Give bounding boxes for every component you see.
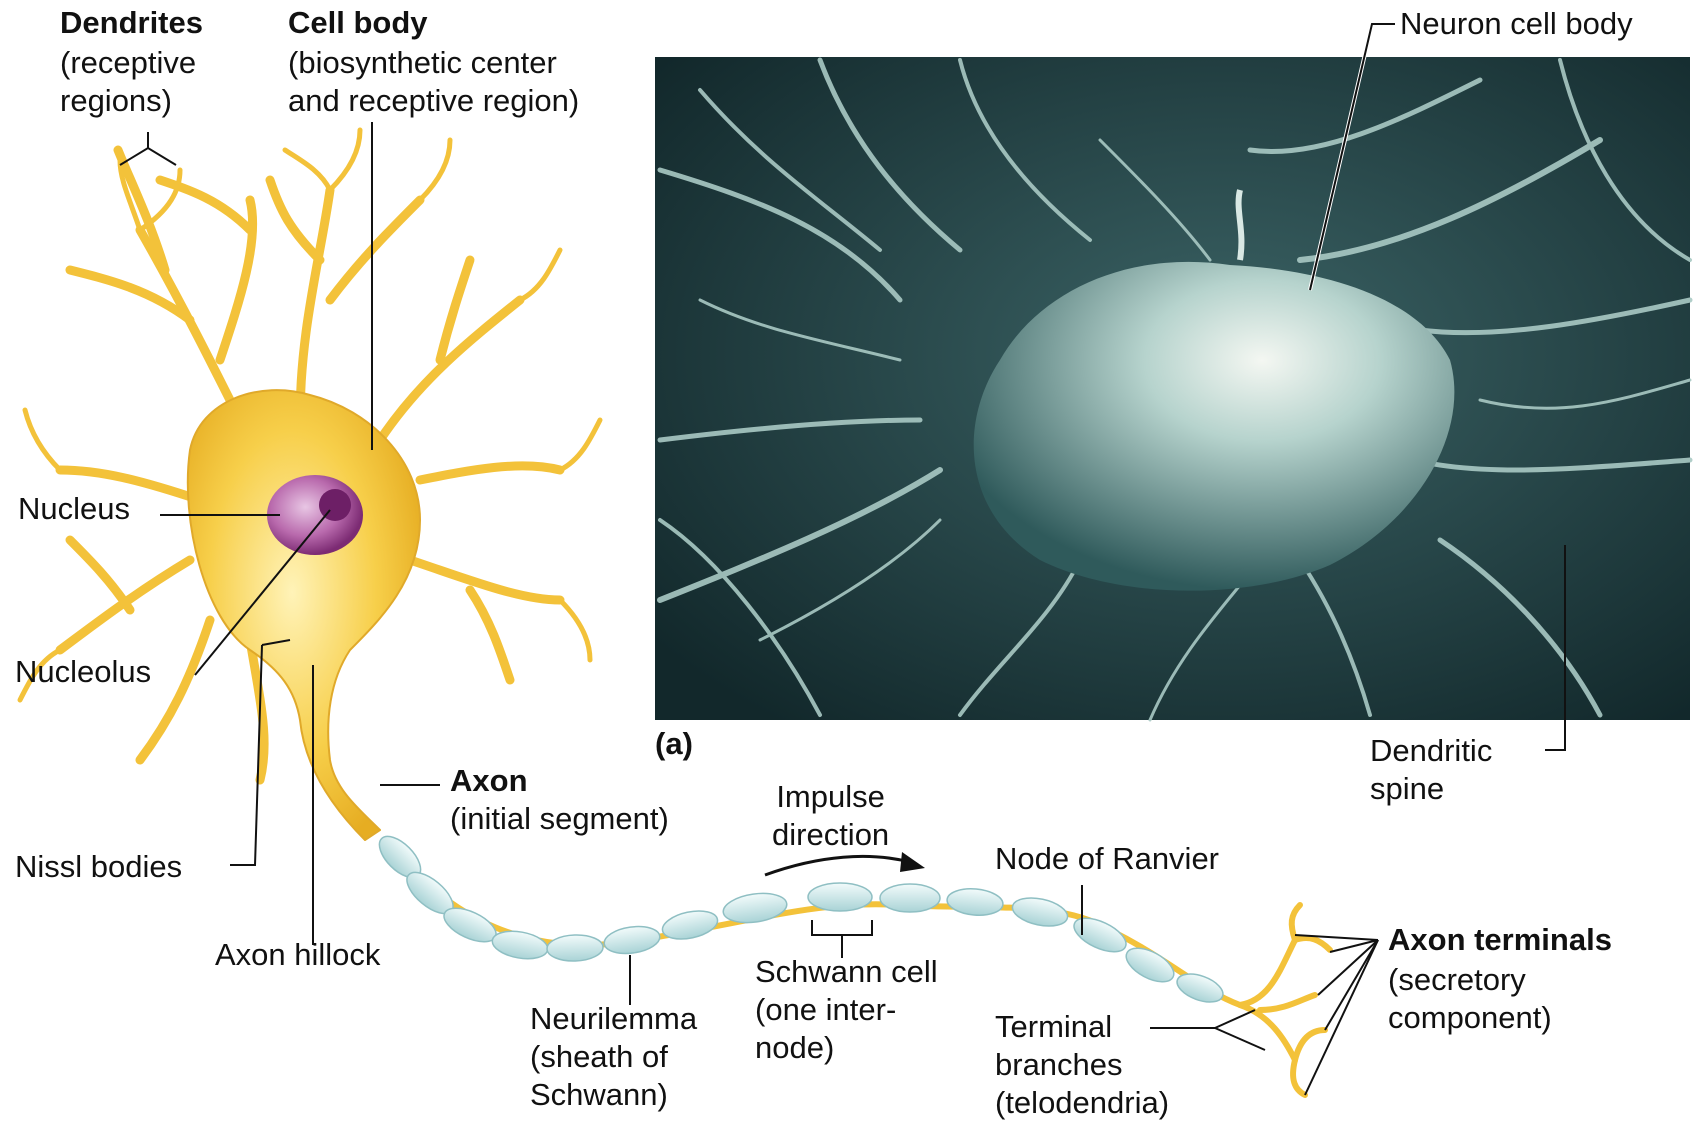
nissl-bodies-label: Nissl bodies: [15, 848, 182, 886]
dendritic-spine-label: Dendritic spine: [1370, 732, 1492, 808]
neuron-cell-body-label: Neuron cell body: [1400, 5, 1633, 43]
neuron-drawing: [20, 130, 600, 840]
neurilemma-label: Neurilemma (sheath of Schwann): [530, 1000, 697, 1114]
axon-sublabel: (initial segment): [450, 800, 669, 838]
axon-terminals-label: Axon terminals: [1388, 921, 1612, 959]
impulse-arrow: [765, 852, 925, 875]
nucleus-label: Nucleus: [18, 490, 130, 528]
dendrites-sublabel: (receptive regions): [60, 44, 196, 120]
impulse-direction-label: Impulse direction: [772, 778, 889, 854]
schwann-cell-label: Schwann cell (one inter- node): [755, 953, 938, 1067]
nucleolus-label: Nucleolus: [15, 653, 151, 691]
terminal-branches-label: Terminal branches (telodendria): [995, 1008, 1169, 1122]
node-of-ranvier-label: Node of Ranvier: [995, 840, 1219, 878]
panel-a-label: (a): [655, 725, 693, 763]
axon-hillock-label: Axon hillock: [215, 936, 380, 974]
dendrites-label: Dendrites: [60, 4, 203, 42]
micrograph-panel: [655, 57, 1690, 720]
axon-label: Axon: [450, 762, 528, 800]
axon-terminals-sublabel: (secretory component): [1388, 961, 1552, 1037]
nucleus-shape: [267, 475, 363, 555]
cell-body-sublabel: (biosynthetic center and receptive regio…: [288, 44, 579, 120]
cell-soma: [188, 390, 420, 840]
cell-body-label: Cell body: [288, 4, 428, 42]
